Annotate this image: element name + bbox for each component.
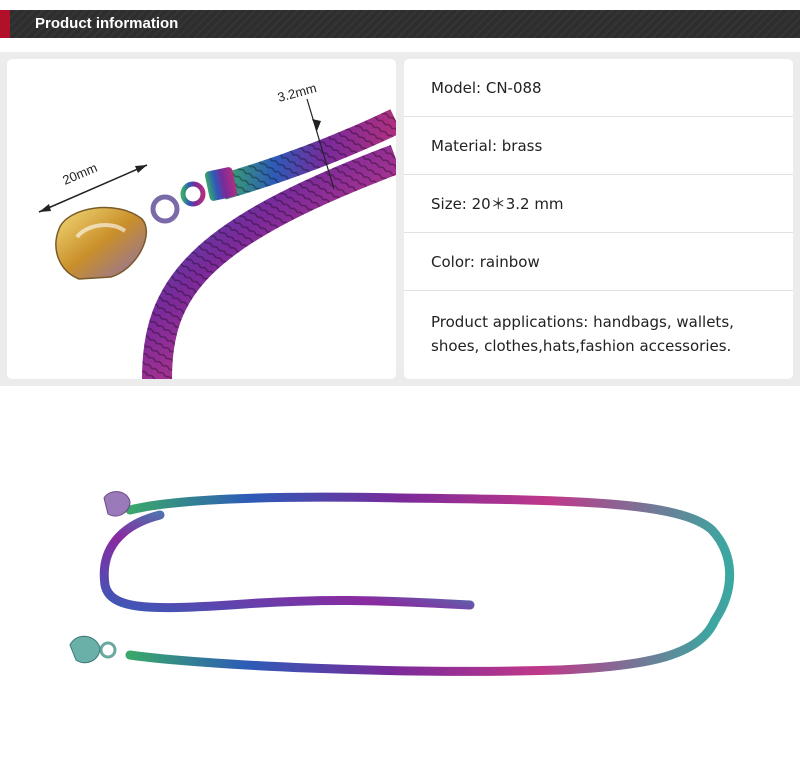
lobster-clasp <box>55 206 148 280</box>
spec-model: Model: CN-088 <box>431 79 542 97</box>
width-dimension-label: 20mm <box>60 160 99 188</box>
bottom-lobster-clasp <box>69 635 101 664</box>
jump-ring <box>180 181 206 207</box>
chain-end-cap <box>204 167 238 201</box>
spec-material: Material: brass <box>431 137 543 155</box>
product-spec-table: Model: CN-088 Material: brass Size: 20＊3… <box>404 59 793 379</box>
header-accent-stripe <box>0 10 10 38</box>
spec-row-material: Material: brass <box>404 117 793 175</box>
spec-row-color: Color: rainbow <box>404 233 793 291</box>
chain-bottom-run <box>125 615 720 676</box>
chain-upper-run <box>125 492 735 625</box>
full-chain-illustration <box>69 491 735 676</box>
section-header-bar: Product information <box>0 10 800 38</box>
width-dimension-line <box>38 164 148 213</box>
clasp-ring <box>150 194 180 224</box>
spec-size: Size: 20＊3.2 mm <box>431 195 564 213</box>
thickness-dimension-line <box>306 98 335 190</box>
bottom-clasp-ring <box>99 641 117 659</box>
spec-applications-line2: shoes, clothes,hats,fashion accessories. <box>431 337 732 355</box>
spec-row-size: Size: 20＊3.2 mm <box>404 175 793 233</box>
section-title: Product information <box>35 15 179 32</box>
product-full-chain-photo <box>0 470 800 690</box>
spec-applications-line1: Product applications: handbags, wallets, <box>431 313 734 331</box>
chain-left-loop <box>99 510 475 613</box>
top-lobster-clasp <box>103 491 131 517</box>
product-closeup-photo: 20mm 3.2mm <box>7 59 396 379</box>
product-info-panel: 20mm 3.2mm Model: CN-088 Material: brass… <box>0 52 800 386</box>
spec-color: Color: rainbow <box>431 253 540 271</box>
spec-row-applications: Product applications: handbags, wallets,… <box>404 291 793 379</box>
thickness-dimension-label: 3.2mm <box>276 80 318 105</box>
spec-row-model: Model: CN-088 <box>404 59 793 117</box>
chain-closeup-illustration: 20mm 3.2mm <box>38 80 396 379</box>
